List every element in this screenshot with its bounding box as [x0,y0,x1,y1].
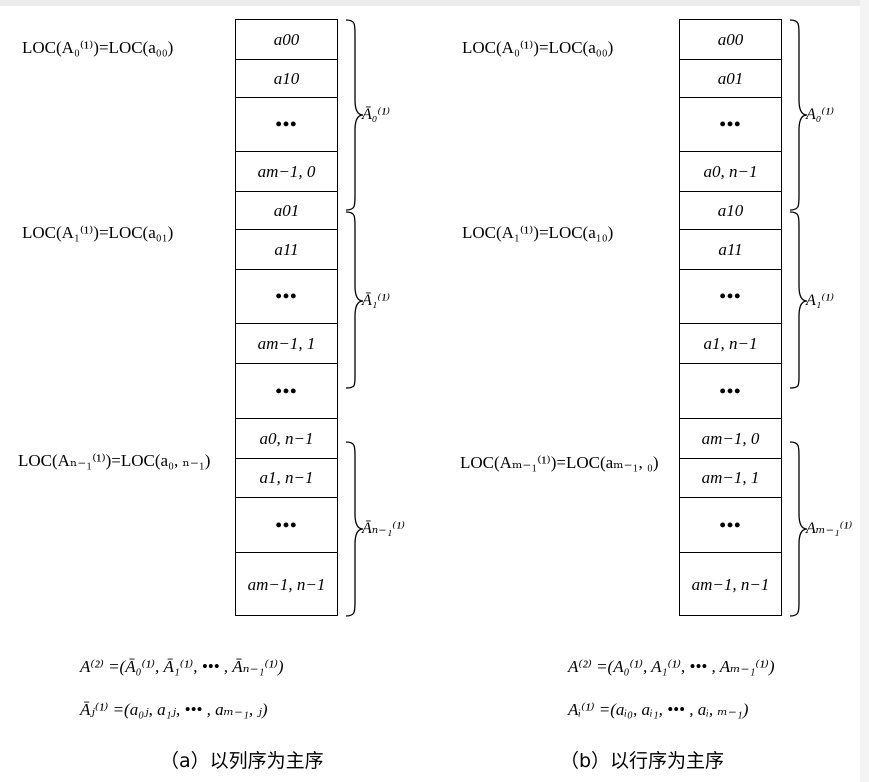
right-cell: a0, n−1 [680,152,781,192]
left-cell: a01 [236,192,337,230]
left-cell: a11 [236,230,337,270]
right-cell: a00 [680,20,781,60]
left-caption: （a）以列序为主序 [160,750,324,772]
left-cell: ••• [236,98,337,152]
right-cell: a1, n−1 [680,324,781,364]
right-formula-ai: Aᵢ⁽¹⁾ =(aᵢ₀, aᵢ₁, ••• , aᵢ, ₘ₋₁) [568,700,749,719]
right-loc-label: LOC(Aₘ₋₁⁽¹⁾)=LOC(aₘ₋₁, ₀) [460,453,659,472]
left-brace-1 [345,19,364,211]
right-brace-label: A₀⁽¹⁾ [806,106,834,123]
right-cell: am−1, n−1 [691,575,770,594]
left-loc-label: LOC(Aₙ₋₁⁽¹⁾)=LOC(a₀, ₙ₋₁) [18,451,211,470]
left-cell: ••• [236,364,337,419]
right-cell: a01 [680,60,781,98]
left-brace-label: Ā₀⁽¹⁾ [362,106,390,123]
right-brace-3 [789,441,808,617]
window-right-strip [860,0,869,782]
left-cell: am−1, 0 [236,152,337,192]
right-memory-column: a00 a01 ••• a0, n−1 a10 a11 ••• a1, n−1 … [679,19,782,616]
left-cell: am−1, n−1 [247,575,326,594]
left-cell: a1, n−1 [236,459,337,498]
left-formula-aj: Āⱼ⁽¹⁾ =(a₀ⱼ, a₁ⱼ, ••• , aₘ₋₁, ⱼ) [80,700,268,719]
left-cell: a10 [236,60,337,98]
left-brace-label: Ā₁⁽¹⁾ [362,292,390,309]
right-cell: ••• [680,270,781,324]
right-brace-1 [789,19,808,211]
left-brace-label: Āₙ₋₁⁽¹⁾ [362,520,405,537]
right-brace-2 [789,211,808,389]
right-cell: a11 [680,230,781,270]
left-memory-column: a00 a10 ••• am−1, 0 a01 a11 ••• am−1, 1 … [235,19,338,616]
right-loc-label: LOC(A₀⁽¹⁾)=LOC(a₀₀) [462,38,614,57]
right-loc-label: LOC(A₁⁽¹⁾)=LOC(a₁₀) [462,223,614,242]
left-cell: am−1, 1 [236,324,337,364]
window-top-strip [0,0,869,6]
right-formula-a2: A⁽²⁾ =(A₀⁽¹⁾, A₁⁽¹⁾, ••• , Aₘ₋₁⁽¹⁾) [568,657,775,676]
right-cell: ••• [680,364,781,419]
left-cell: a0, n−1 [236,419,337,459]
right-brace-label: A₁⁽¹⁾ [806,292,834,309]
left-brace-2 [345,211,364,389]
right-brace-label: Aₘ₋₁⁽¹⁾ [806,520,853,537]
right-caption: （b）以行序为主序 [560,750,725,772]
left-cell: a00 [236,20,337,60]
left-brace-3 [345,441,364,617]
right-cell: ••• [680,98,781,152]
left-formula-a2: A⁽²⁾ =(Ā₀⁽¹⁾, Ā₁⁽¹⁾, ••• , Āₙ₋₁⁽¹⁾) [80,657,284,676]
left-cell: ••• [236,498,337,553]
left-loc-label: LOC(A₁⁽¹⁾)=LOC(a₀₁) [22,223,174,242]
left-cell: ••• [236,270,337,324]
left-loc-label: LOC(A₀⁽¹⁾)=LOC(a₀₀) [22,38,174,57]
right-cell: am−1, 1 [680,459,781,498]
right-cell: a10 [680,192,781,230]
right-cell: ••• [680,498,781,553]
right-cell: am−1, 0 [680,419,781,459]
